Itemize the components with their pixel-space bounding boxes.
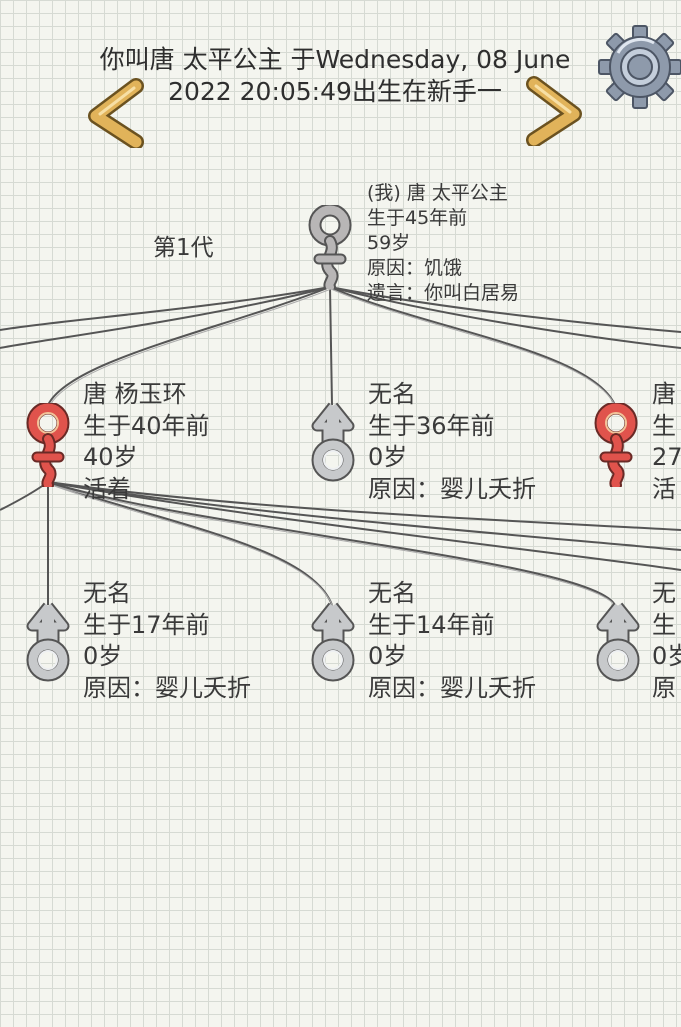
gen2-name: 唐 <box>652 380 676 408</box>
gen3-node-button[interactable] <box>24 602 72 682</box>
gen2-name: 无名 <box>368 380 416 408</box>
gen2-status: 原因：婴儿夭折 <box>368 474 536 503</box>
header-title-line1: 你叫唐 太平公主 于Wednesday, 08 June <box>99 45 571 74</box>
self-node-button[interactable] <box>307 203 353 293</box>
gen2-name: 唐 杨玉环 <box>83 380 187 408</box>
gen2-born: 生 <box>652 411 676 440</box>
header-title-line2: 2022 20:05:49出生在新手一 <box>168 77 502 106</box>
gen3-age: 0岁 <box>368 642 408 670</box>
header-title: 你叫唐 太平公主 于Wednesday, 08 June 2022 20:05:… <box>60 44 610 108</box>
gen2-info: 无名 生于36年前 0岁 原因：婴儿夭折 <box>368 379 536 505</box>
male-symbol-icon <box>311 602 355 682</box>
male-symbol-icon <box>596 602 640 682</box>
chevron-left-icon <box>88 78 144 150</box>
generation-label: 第1代 <box>153 235 214 261</box>
gen3-born: 生 <box>652 610 676 639</box>
gen3-age: 0岁 <box>83 642 123 670</box>
gen3-born: 生于17年前 <box>83 610 210 639</box>
gen2-node-button[interactable] <box>309 402 357 482</box>
gen2-born: 生于40年前 <box>83 411 210 440</box>
gen3-status: 原因：婴儿夭折 <box>83 673 251 702</box>
gen3-info: 无 生 0岁 原 <box>652 578 681 704</box>
self-born: 生于45年前 <box>367 207 468 229</box>
female-symbol-icon <box>594 401 638 491</box>
gen3-info: 无名 生于17年前 0岁 原因：婴儿夭折 <box>83 578 251 704</box>
gen3-node-button[interactable] <box>594 602 642 682</box>
female-symbol-icon <box>26 401 70 491</box>
self-testament: 遗言：你叫白居易 <box>367 282 520 304</box>
gen3-age: 0岁 <box>652 642 681 670</box>
gen3-born: 生于14年前 <box>368 610 495 639</box>
gen3-name: 无名 <box>83 579 131 607</box>
gen3-status: 原 <box>652 673 676 702</box>
self-cause: 原因：饥饿 <box>367 257 463 279</box>
gen2-status: 活着 <box>83 474 131 503</box>
gen2-age: 0岁 <box>368 443 408 471</box>
gen2-age: 27 <box>652 443 681 471</box>
self-name: (我) 唐 太平公主 <box>367 182 508 204</box>
gen3-name: 无 <box>652 579 676 607</box>
female-symbol-icon <box>308 203 352 293</box>
gen2-node-button[interactable] <box>593 401 639 491</box>
chevron-right-icon <box>526 76 582 148</box>
self-age: 59岁 <box>367 232 411 254</box>
gen2-info: 唐 生 27 活 <box>652 379 681 505</box>
gen3-node-button[interactable] <box>309 602 357 682</box>
gen2-age: 40岁 <box>83 443 138 471</box>
next-button[interactable] <box>526 76 586 148</box>
settings-button[interactable] <box>597 24 681 110</box>
gen2-born: 生于36年前 <box>368 411 495 440</box>
self-info: (我) 唐 太平公主 生于45年前 59岁 原因：饥饿 遗言：你叫白居易 <box>367 181 519 306</box>
gen3-info: 无名 生于14年前 0岁 原因：婴儿夭折 <box>368 578 536 704</box>
gen2-node-button[interactable] <box>25 401 71 491</box>
male-symbol-icon <box>311 402 355 482</box>
previous-button[interactable] <box>84 78 144 150</box>
gen3-name: 无名 <box>368 579 416 607</box>
gen2-info: 唐 杨玉环 生于40年前 40岁 活着 <box>83 379 210 505</box>
male-symbol-icon <box>26 602 70 682</box>
gen2-status: 活 <box>652 474 676 503</box>
gen3-status: 原因：婴儿夭折 <box>368 673 536 702</box>
gear-icon <box>598 25 681 109</box>
